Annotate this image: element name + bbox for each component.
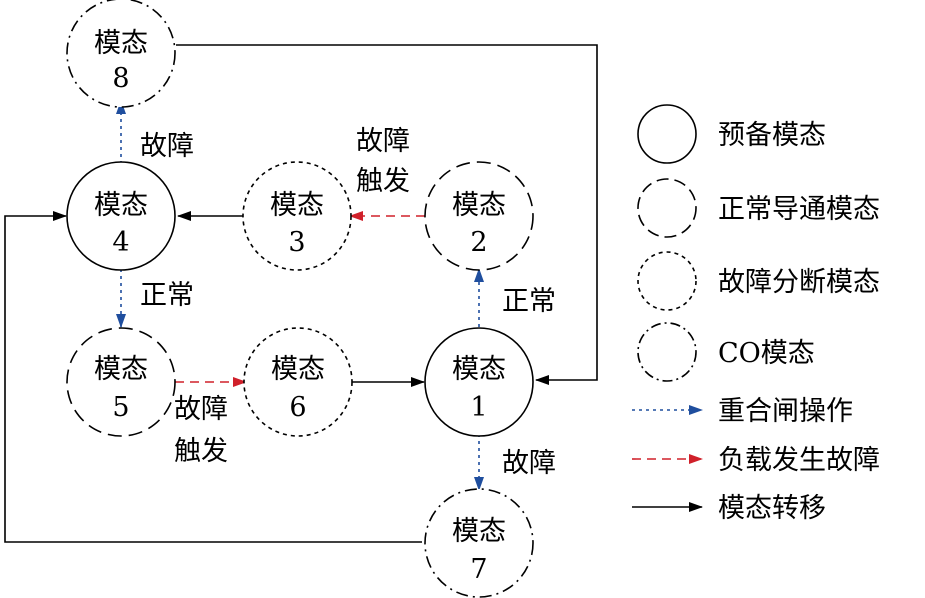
legend-item-standby: 预备模态 [637,104,826,164]
legend-label: 正常导通模态 [718,194,880,225]
legend-item-fault-break: 故障分断模态 [637,251,880,311]
node-mode-6: 模态 6 [243,327,353,437]
node-mode-8: 模态 8 [66,0,176,108]
node-number: 8 [112,63,129,94]
edges [4,44,598,543]
node-mode-2: 模态 2 [424,161,534,271]
legend-item-transfer: 模态转移 [632,493,826,524]
legend: 预备模态 正常导通模态 故障分断模态 CO模态 重合闸操作 负载发生故障 模态转… [632,104,880,524]
node-title: 模态 [270,190,324,221]
node-mode-7: 模态 7 [424,488,534,598]
legend-label: CO模态 [718,338,815,369]
legend-item-fault: 负载发生故障 [632,445,880,476]
node-number: 6 [289,392,306,423]
legend-label: 模态转移 [718,493,826,524]
node-title: 模态 [452,354,506,385]
node-mode-1: 模态 1 [424,327,534,437]
node-number: 7 [470,554,487,585]
node-title: 模态 [94,28,148,59]
legend-label: 预备模态 [718,120,826,151]
node-number: 5 [112,392,129,423]
edge-label-5-6-line1: 故障 [174,394,228,425]
node-mode-3: 模态 3 [242,161,352,271]
legend-item-reclose: 重合闸操作 [632,396,853,427]
node-number: 3 [288,227,305,258]
edge-7-to-4 [4,211,422,543]
node-number: 1 [470,392,487,423]
edge-8-to-1 [176,44,598,385]
nodes: 模态 8 模态 4 模态 3 模态 2 模态 5 模态 6 [66,0,534,598]
edge-labels: 故障 故障 触发 正常 正常 故障 触发 故障 [140,126,556,479]
node-title: 模态 [452,516,506,547]
legend-item-normal-conduct: 正常导通模态 [637,178,880,238]
edge-label-4-8: 故障 [140,131,194,162]
edge-label-5-6-line2: 触发 [174,436,228,467]
edge-label-4-5: 正常 [140,280,194,311]
edge-label-1-2: 正常 [502,286,556,317]
legend-label: 重合闸操作 [718,396,853,427]
node-mode-5: 模态 5 [66,327,176,437]
edge-label-2-3-line1: 故障 [356,126,410,157]
node-number: 2 [470,227,487,258]
node-title: 模态 [94,354,148,385]
node-mode-4: 模态 4 [66,161,176,271]
node-title: 模态 [271,354,325,385]
edge-label-1-7: 故障 [502,448,556,479]
edge-label-2-3-line2: 触发 [356,166,410,197]
node-number: 4 [112,227,129,258]
node-title: 模态 [94,190,148,221]
legend-item-co: CO模态 [637,322,815,382]
legend-label: 故障分断模态 [718,267,880,298]
legend-label: 负载发生故障 [718,445,880,476]
node-title: 模态 [452,190,506,221]
